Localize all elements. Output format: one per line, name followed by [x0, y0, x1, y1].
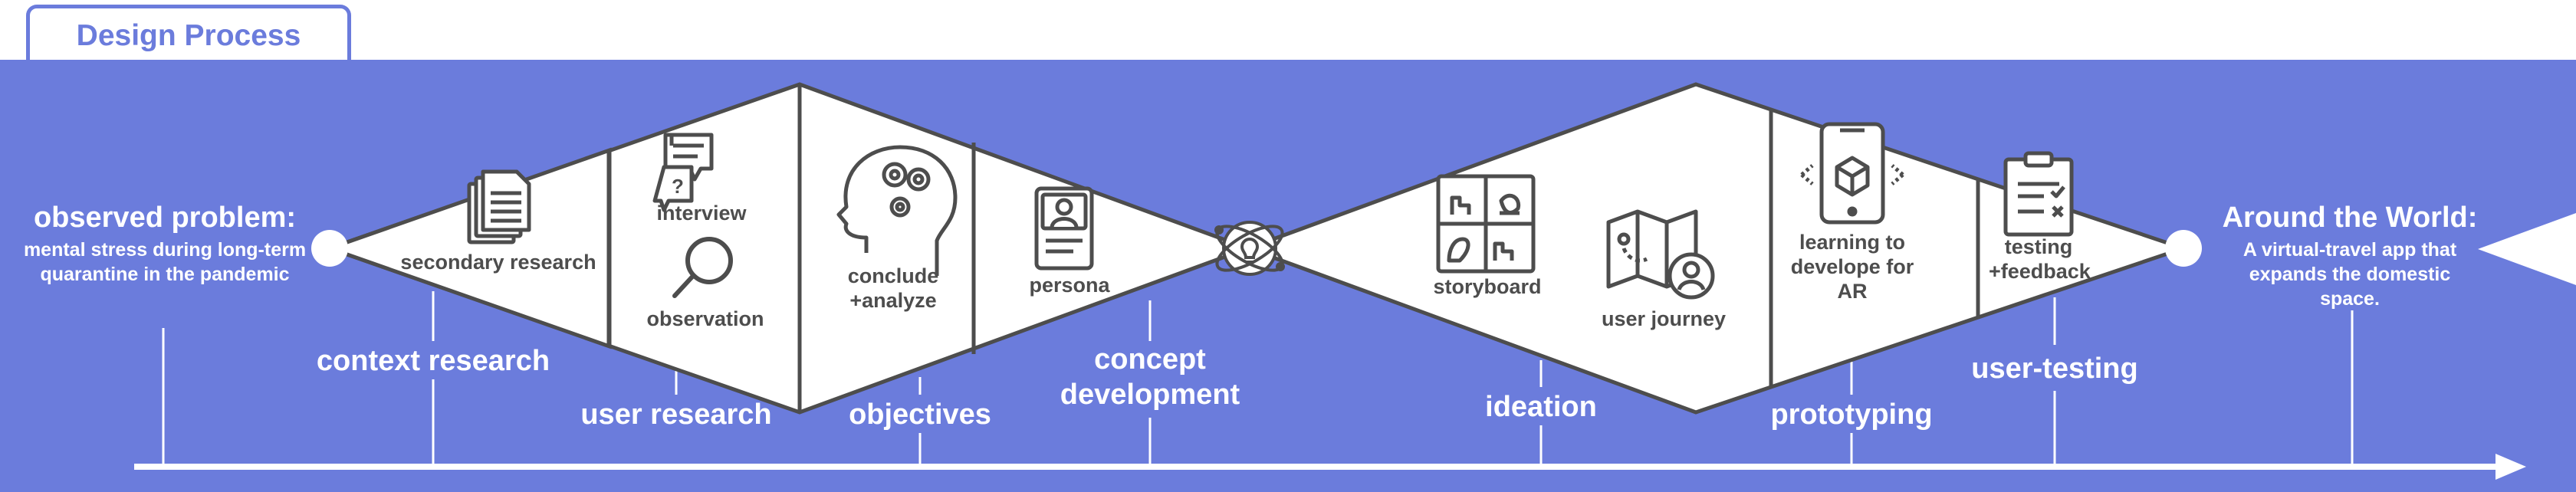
stage-user-research: user research [580, 399, 772, 431]
label-testing-feedback: testing +feedback [1989, 235, 2091, 283]
diamond-left [324, 82, 1254, 415]
lightbulb-orbit-icon [1214, 221, 1285, 276]
tab-title: Design Process [76, 18, 301, 52]
label-conclude-analyze: conclude +analyze [847, 264, 939, 312]
head-gears-icon [836, 145, 958, 276]
end-node [2165, 230, 2202, 267]
speech-bubbles-icon: ? [652, 133, 714, 212]
start-subtitle: mental stress during long-term quarantin… [23, 239, 307, 285]
stage-ticks [162, 291, 2354, 465]
magnifier-icon [672, 237, 733, 298]
label-persona: persona [1029, 274, 1110, 297]
label-user-journey: user journey [1601, 307, 1727, 330]
timeline-arrowhead [2496, 454, 2526, 480]
stage-ideation: ideation [1485, 391, 1597, 423]
design-process-tab: Design Process [26, 5, 351, 63]
label-observation: observation [646, 307, 764, 330]
stage-objectives: objectives [849, 399, 991, 431]
end-subtitle: A virtual-travel app that expands the do… [2242, 239, 2457, 310]
edge-arrow-notch [2478, 213, 2576, 285]
map-user-icon [1606, 209, 1715, 300]
storyboard-icon [1436, 174, 1536, 274]
stage-context-research: context research [316, 345, 550, 377]
stage-prototyping: prototyping [1770, 399, 1933, 431]
start-node [311, 230, 348, 267]
end-title: Around the World: [2222, 202, 2478, 234]
label-interview: interview [656, 202, 747, 225]
documents-icon [467, 169, 531, 244]
label-learning-ar: learning to develope for AR [1790, 231, 1914, 303]
start-title: observed problem: [33, 202, 297, 234]
label-secondary-research: secondary research [400, 251, 596, 274]
stage-user-testing: user-testing [1971, 353, 2138, 385]
svg-text:?: ? [672, 175, 684, 198]
persona-card-icon [1034, 186, 1094, 271]
stage-concept-development: concept development [1060, 343, 1240, 411]
clipboard-checklist-icon [2003, 151, 2074, 237]
label-storyboard: storyboard [1433, 275, 1542, 298]
phone-ar-icon [1800, 122, 1904, 225]
